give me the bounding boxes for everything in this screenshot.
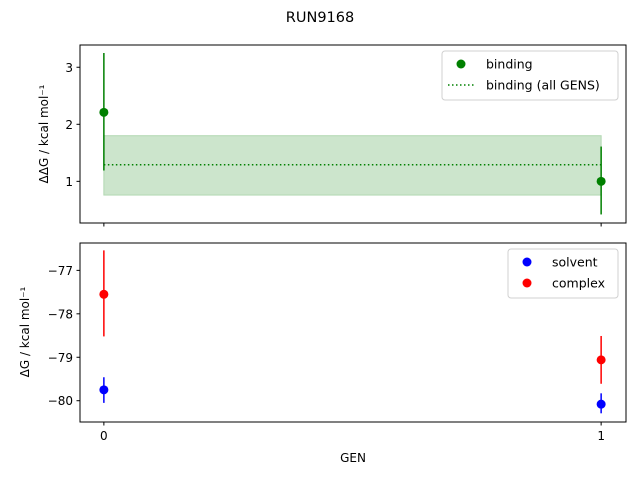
y-tick-label: −77 xyxy=(48,264,73,278)
top-y-axis-label: ΔΔG / kcal mol⁻¹ xyxy=(37,84,51,183)
legend-box xyxy=(507,248,619,299)
x-tick-label: 0 xyxy=(100,429,108,443)
legend-label: binding (all GENS) xyxy=(486,78,600,93)
figure-title: RUN9168 xyxy=(286,10,354,26)
bottom-axes-dg: −80 −79 −78 −77 0 1 solvent complex xyxy=(48,242,627,443)
point-binding xyxy=(596,176,606,186)
legend-box xyxy=(441,50,619,101)
top-axes-ddg: 1 2 3 binding binding (all GENS) xyxy=(65,44,627,227)
legend: binding binding (all GENS) xyxy=(441,50,619,101)
legend-label: complex xyxy=(552,276,605,291)
legend-marker-complex xyxy=(522,278,532,288)
bottom-y-axis-label: ΔG / kcal mol⁻¹ xyxy=(18,286,32,377)
legend-marker-binding xyxy=(456,59,466,69)
point-complex xyxy=(99,289,109,299)
x-tick-label: 1 xyxy=(597,429,605,443)
axes-frame xyxy=(79,44,627,224)
legend-label: binding xyxy=(486,57,533,72)
y-tick-label: 1 xyxy=(65,175,73,189)
point-binding xyxy=(99,107,109,117)
x-axis-label: GEN xyxy=(340,451,366,465)
legend-marker-solvent xyxy=(522,257,532,267)
point-complex xyxy=(596,355,606,365)
axes-frame xyxy=(79,242,627,423)
y-tick-label: −80 xyxy=(48,394,73,408)
y-tick-label: −78 xyxy=(48,307,73,321)
point-solvent xyxy=(99,385,109,395)
y-tick-label: 2 xyxy=(65,118,73,132)
point-solvent xyxy=(596,399,606,409)
legend: solvent complex xyxy=(507,248,619,299)
y-tick-label: 3 xyxy=(65,61,73,75)
legend-label: solvent xyxy=(552,255,598,270)
y-tick-label: −79 xyxy=(48,351,73,365)
